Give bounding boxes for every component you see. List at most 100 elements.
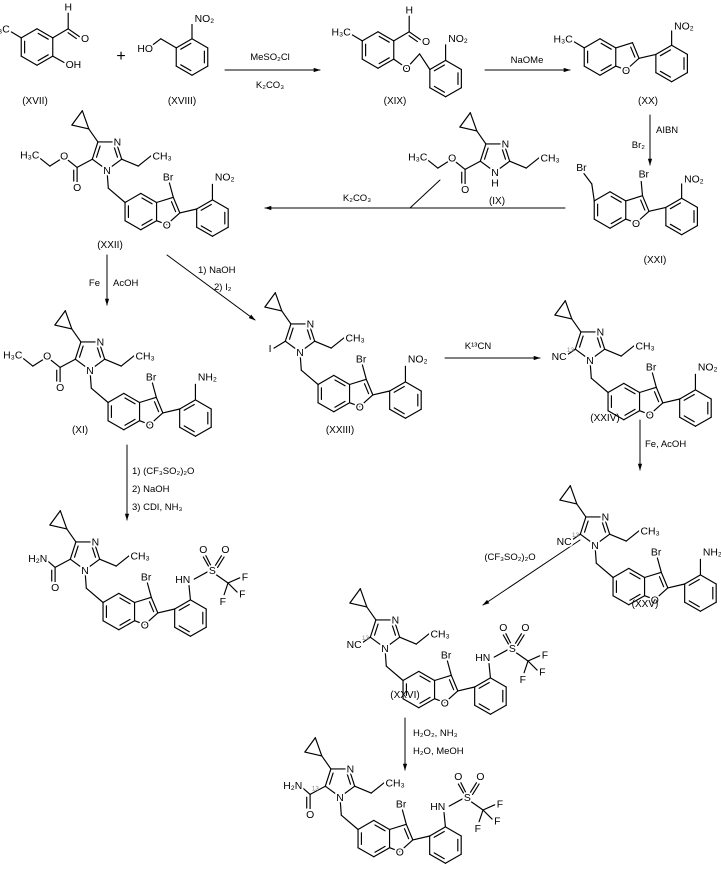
atom-label: NO₂ bbox=[448, 34, 468, 45]
bond-line bbox=[412, 835, 431, 841]
atom-label: Br bbox=[146, 372, 157, 383]
bond-line bbox=[593, 191, 611, 202]
bond-line bbox=[141, 197, 153, 205]
bond-line bbox=[133, 620, 146, 626]
bond-line bbox=[629, 572, 641, 580]
bond-line bbox=[317, 374, 335, 386]
cyclopropyl-ring bbox=[54, 310, 73, 330]
bond-line bbox=[648, 206, 667, 212]
bond-line bbox=[517, 634, 525, 646]
bond-line bbox=[299, 340, 316, 353]
bond-line bbox=[393, 619, 401, 638]
atom-label: Br bbox=[141, 572, 152, 583]
atom-label: H bbox=[491, 178, 499, 189]
bond-line bbox=[574, 331, 582, 350]
bond-line bbox=[357, 847, 375, 858]
bond-line bbox=[472, 783, 480, 795]
bond-line bbox=[638, 386, 657, 394]
bond-line bbox=[655, 72, 673, 83]
bond-line bbox=[603, 516, 611, 535]
reagent-r10: (CF₃SO₂)₂O bbox=[484, 552, 535, 563]
bond-line bbox=[448, 797, 465, 807]
bond-line bbox=[401, 809, 407, 825]
atom-label: Br bbox=[396, 799, 407, 810]
bond-line bbox=[574, 348, 591, 361]
bond-line bbox=[36, 28, 54, 39]
bond-line bbox=[609, 218, 627, 229]
bond-line bbox=[579, 533, 596, 546]
bond-line bbox=[37, 54, 49, 62]
bond-line bbox=[393, 31, 410, 42]
reagent-r11-1: H₂O₂, NH₃ bbox=[413, 728, 458, 739]
bond-line bbox=[649, 402, 664, 416]
bond-line bbox=[443, 812, 447, 828]
bond-line bbox=[607, 382, 625, 394]
atom-label: NH₂ bbox=[703, 547, 721, 558]
bond-line bbox=[384, 636, 401, 649]
bond-line bbox=[7, 29, 22, 39]
bond-line bbox=[179, 426, 197, 437]
bond-line bbox=[389, 408, 407, 419]
bond-line bbox=[607, 410, 625, 421]
bond-line bbox=[601, 520, 607, 533]
bond-line bbox=[445, 59, 462, 71]
isotope-label: 13 bbox=[567, 347, 575, 354]
bond-line bbox=[478, 703, 490, 711]
bond-line bbox=[384, 647, 387, 667]
reagent-r2: NaOMe bbox=[511, 55, 544, 66]
reagent-r7: K¹³CN bbox=[465, 341, 492, 352]
bond-line bbox=[119, 618, 131, 626]
bond-line bbox=[479, 160, 496, 173]
atom-label: S bbox=[209, 566, 216, 577]
bond-line bbox=[699, 601, 717, 612]
bond-line bbox=[429, 853, 447, 864]
reagent-r5-left: Fe bbox=[89, 278, 100, 289]
bond-line bbox=[624, 387, 636, 395]
bond-line bbox=[429, 826, 447, 837]
bond-line bbox=[419, 53, 431, 71]
bond-line bbox=[583, 38, 601, 49]
atom-label: O bbox=[646, 411, 654, 422]
bond-line bbox=[640, 199, 646, 211]
bond-line bbox=[625, 218, 637, 224]
bond-line bbox=[157, 608, 176, 614]
cyclopropyl-ring bbox=[304, 737, 323, 757]
bond-line bbox=[155, 196, 174, 204]
bond-line bbox=[361, 364, 367, 380]
atom-label: O bbox=[221, 545, 229, 556]
bond-line bbox=[554, 300, 566, 316]
atom-label: O bbox=[56, 383, 64, 394]
bond-line bbox=[391, 623, 397, 636]
bond-line bbox=[76, 158, 93, 168]
bond-line bbox=[74, 358, 91, 371]
reagent-r11-2: H₂O, MeOH bbox=[413, 746, 464, 757]
atom-label: CH₃ bbox=[636, 342, 655, 353]
bond-line bbox=[349, 602, 368, 608]
bond-line bbox=[624, 408, 636, 416]
bond-line bbox=[433, 674, 452, 682]
bond-line bbox=[494, 160, 511, 173]
bond-line bbox=[514, 651, 529, 662]
bond-line bbox=[299, 784, 311, 795]
bond-line bbox=[393, 385, 405, 393]
atom-label: H₃C bbox=[3, 350, 23, 361]
atom-label: O bbox=[306, 810, 314, 821]
isotope-label: 13 bbox=[362, 635, 370, 642]
atom-label: O bbox=[141, 621, 149, 632]
bond-line bbox=[71, 328, 82, 343]
bond-line bbox=[459, 126, 478, 132]
bond-line bbox=[205, 555, 212, 567]
bond-line bbox=[559, 485, 571, 501]
atom-label: O bbox=[448, 154, 456, 165]
compound-label-xx: (XX) bbox=[638, 96, 658, 107]
bond-line bbox=[469, 112, 478, 132]
bond-line bbox=[339, 785, 356, 798]
bond-line bbox=[227, 582, 238, 593]
bond-line bbox=[404, 381, 422, 392]
bond-line bbox=[59, 510, 68, 530]
bond-line bbox=[281, 310, 292, 325]
bond-line bbox=[170, 201, 177, 213]
